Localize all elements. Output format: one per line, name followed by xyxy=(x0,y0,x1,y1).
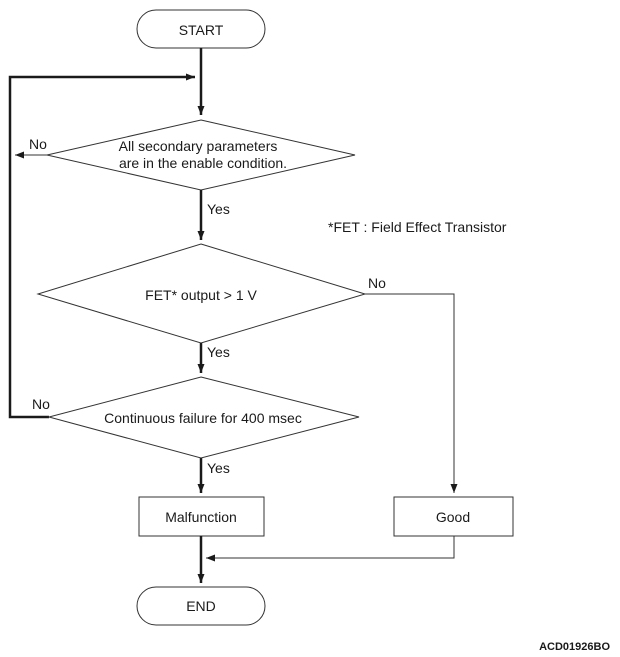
connector-good-to-end xyxy=(206,536,455,562)
good-label: Good xyxy=(436,509,470,525)
end-terminator xyxy=(136,586,266,626)
no-label-enable: No xyxy=(29,136,47,152)
enable-check-text-line2: are in the enable condition. xyxy=(119,155,287,171)
yes-label-fet: Yes xyxy=(207,344,230,360)
no-label-fet: No xyxy=(368,275,386,291)
start-label: START xyxy=(179,22,224,38)
malfunction-label: Malfunction xyxy=(165,509,237,525)
end-label: END xyxy=(186,598,216,614)
connector-fet-no xyxy=(365,293,458,493)
figure-code: ACD01926BO xyxy=(539,641,610,653)
fet-check-text: FET* output > 1 V xyxy=(145,287,257,303)
no-label-failure: No xyxy=(32,396,50,412)
failure-check-text: Continuous failure for 400 msec xyxy=(104,410,302,426)
yes-label-failure: Yes xyxy=(207,460,230,476)
good-box xyxy=(393,496,514,537)
yes-label-enable: Yes xyxy=(207,201,230,217)
enable-check-text-line1: All secondary parameters xyxy=(119,138,278,154)
malfunction-box xyxy=(138,496,265,537)
footnote: *FET : Field Effect Transistor xyxy=(328,219,507,235)
loop-back-connector xyxy=(8,73,195,419)
